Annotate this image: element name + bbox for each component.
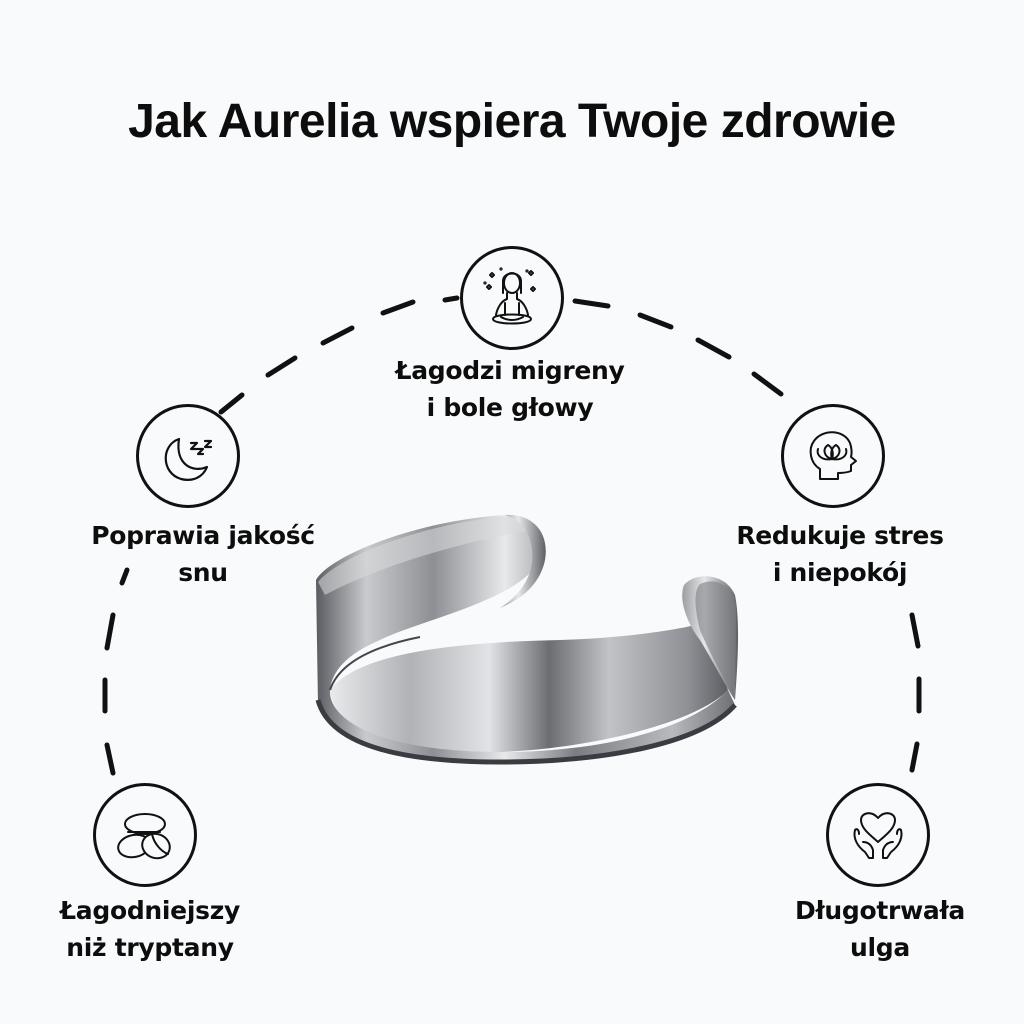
feature-sleep-line1: Poprawia jakość xyxy=(91,521,315,550)
head-lotus-icon xyxy=(809,431,857,480)
feature-stress-icon-circle xyxy=(781,404,885,508)
feature-stress-line2: i niepokój xyxy=(772,558,908,587)
page-title: Jak Aurelia wspiera Twoje zdrowie xyxy=(128,95,896,148)
feature-stress-label: Redukuje stres i niepokój xyxy=(690,517,990,591)
feature-lasting-line1: Długotrwała xyxy=(795,896,965,925)
feature-gentle-line2: niż tryptany xyxy=(66,933,234,962)
feature-lasting-line2: ulga xyxy=(850,933,910,962)
feature-migraine-icon-circle xyxy=(460,246,564,350)
feature-sleep-icon-circle xyxy=(136,404,240,508)
feature-gentle-line1: Łagodniejszy xyxy=(60,896,240,925)
heart-hands-icon xyxy=(853,812,903,859)
feature-migraine-label: Łagodzi migreny i bole głowy xyxy=(355,352,665,426)
pills-icon xyxy=(117,813,171,860)
feature-lasting-icon-circle xyxy=(826,783,930,887)
feature-sleep-label: Poprawia jakość snu xyxy=(50,517,356,591)
feature-migraine-line1: Łagodzi migreny xyxy=(395,356,625,385)
feature-stress-line1: Redukuje stres xyxy=(736,521,944,550)
feature-lasting-label: Długotrwała ulga xyxy=(750,892,1010,966)
feature-gentle-label: Łagodniejszy niż tryptany xyxy=(20,892,280,966)
meditation-icon xyxy=(483,267,536,325)
moon-sleep-icon xyxy=(164,437,213,481)
feature-gentle-icon-circle xyxy=(93,783,197,887)
feature-migraine-line2: i bole głowy xyxy=(426,393,594,422)
feature-sleep-line2: snu xyxy=(178,558,228,587)
